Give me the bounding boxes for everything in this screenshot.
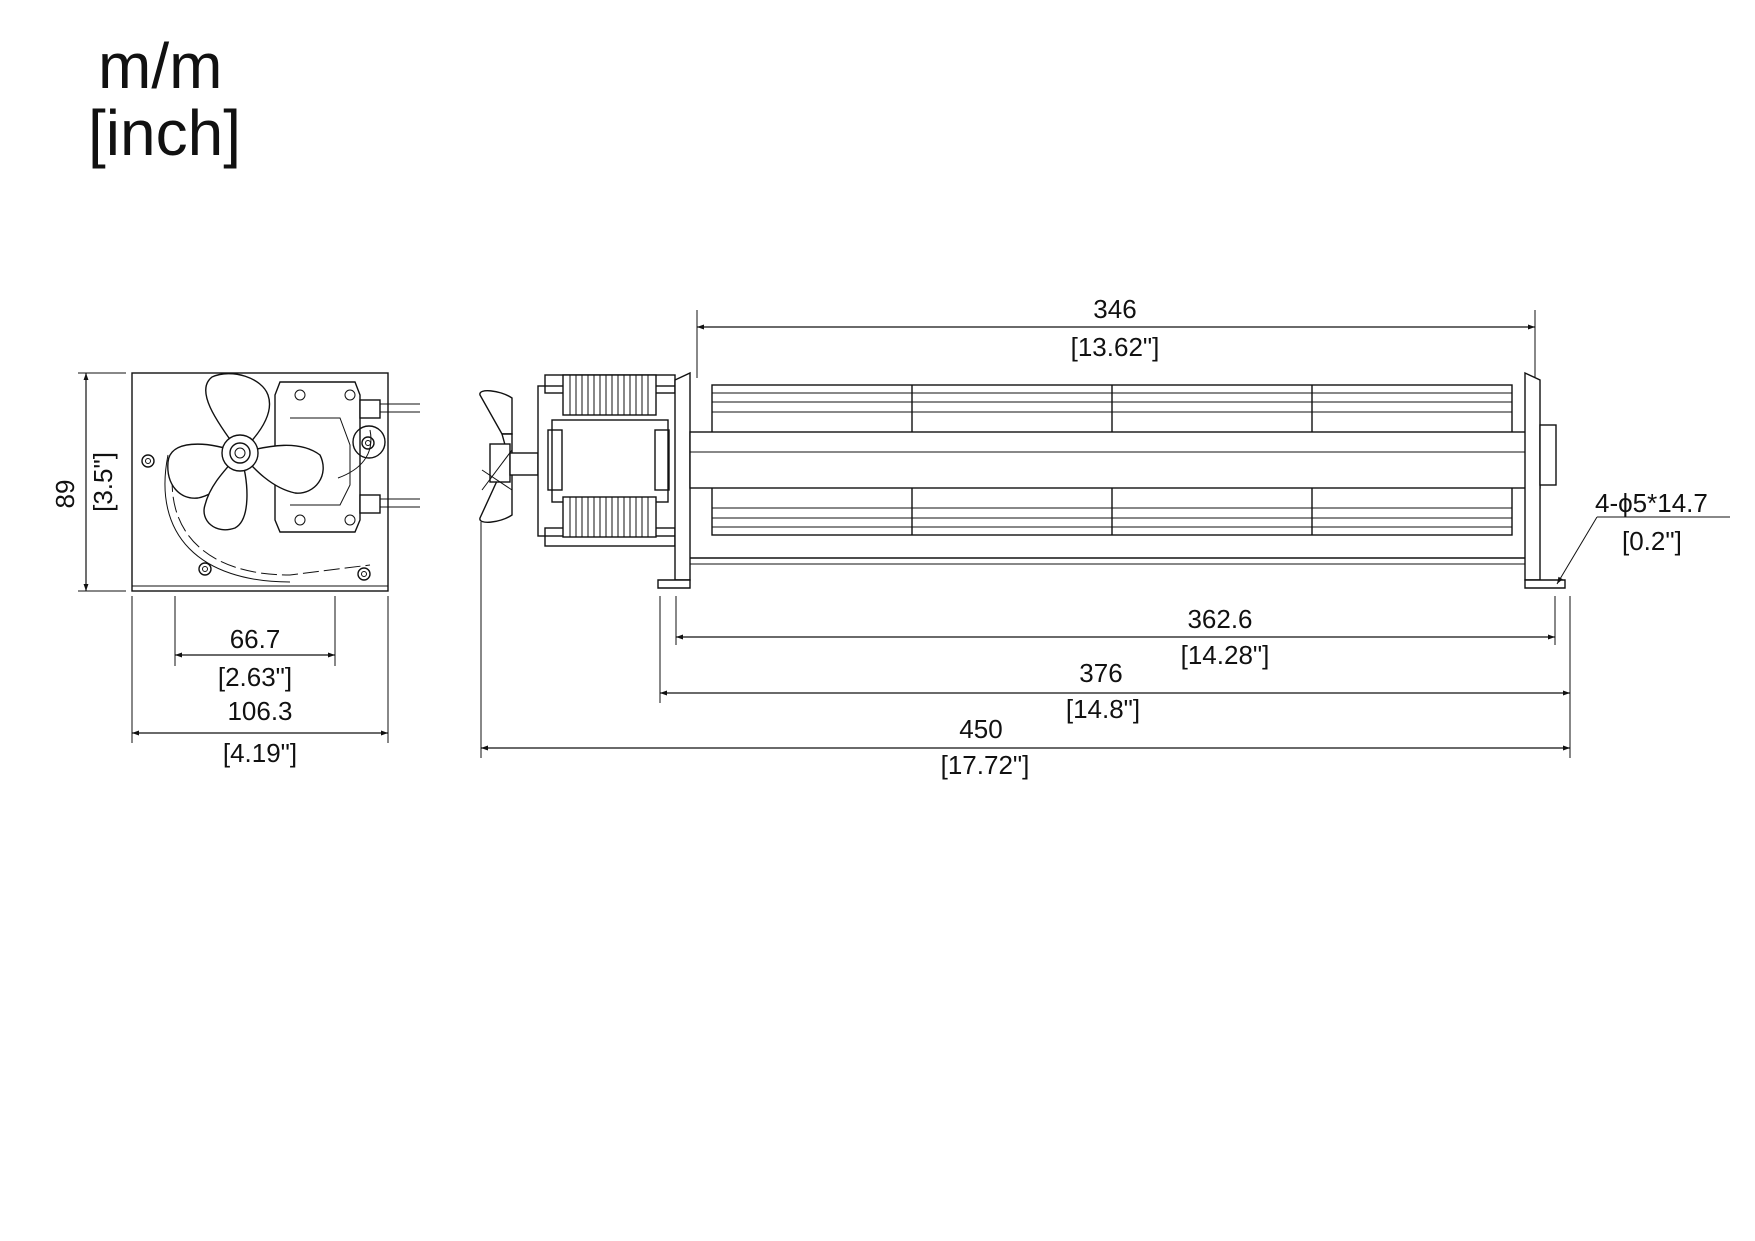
dim-inner-mount-inch: [14.28"]: [1181, 640, 1270, 670]
mount-hole-spec: 4-ϕ5*14.7: [1595, 488, 1708, 518]
coil-top: [562, 374, 657, 416]
face-hole-icon: [141, 454, 155, 468]
dim-width-mm: 106.3: [227, 696, 292, 726]
bearing-ring: [352, 425, 386, 459]
dim-inner-mount-mm: 362.6: [1187, 604, 1252, 634]
side-view: 346 [13.62"] 362.6 [14.28"] 376 [14.8"] …: [479, 294, 1730, 780]
face-hole-icon: [198, 562, 212, 576]
left-foot: [657, 579, 691, 589]
mount-hole-inch: [0.2"]: [1622, 526, 1682, 556]
units-legend: m/m [inch]: [88, 30, 241, 169]
units-secondary: [inch]: [88, 97, 241, 169]
dim-height-inch: [3.5"]: [88, 452, 118, 512]
dim-overall-mm: 450: [959, 714, 1002, 744]
end-view: 89 [3.5"] 66.7 [2.63"] 106.3 [4.19"]: [50, 372, 420, 768]
mount-hole-leader: [1556, 516, 1598, 585]
dim-overall-inch: [17.72"]: [941, 750, 1030, 780]
terminal-top: [359, 399, 381, 419]
face-hole-icon: [357, 567, 371, 581]
bearing-cap: [1539, 424, 1557, 486]
terminal-bottom: [359, 494, 381, 514]
end-view-housing: [131, 372, 389, 592]
dim-hole-spacing-mm: 66.7: [230, 624, 281, 654]
dim-outer-mount-mm: 376: [1079, 658, 1122, 688]
units-primary: m/m: [98, 30, 222, 102]
fan-hub: [221, 434, 259, 472]
dim-impeller-inch: [13.62"]: [1071, 332, 1160, 362]
coil-bottom: [562, 496, 657, 538]
dim-impeller-mm: 346: [1093, 294, 1136, 324]
face-hole-icon: [361, 436, 375, 450]
cooling-fan-icon: [479, 390, 513, 523]
dim-height-mm: 89: [50, 480, 80, 509]
motor-shaft: [509, 452, 539, 476]
dim-width-inch: [4.19"]: [223, 738, 297, 768]
housing-tube: [689, 431, 1541, 489]
left-end-plate: [674, 371, 691, 581]
dim-hole-spacing-inch: [2.63"]: [218, 662, 292, 692]
dim-outer-mount-inch: [14.8"]: [1066, 694, 1140, 724]
right-end-plate: [1524, 371, 1541, 581]
right-foot: [1524, 579, 1566, 589]
motor-bracket: [274, 381, 361, 533]
